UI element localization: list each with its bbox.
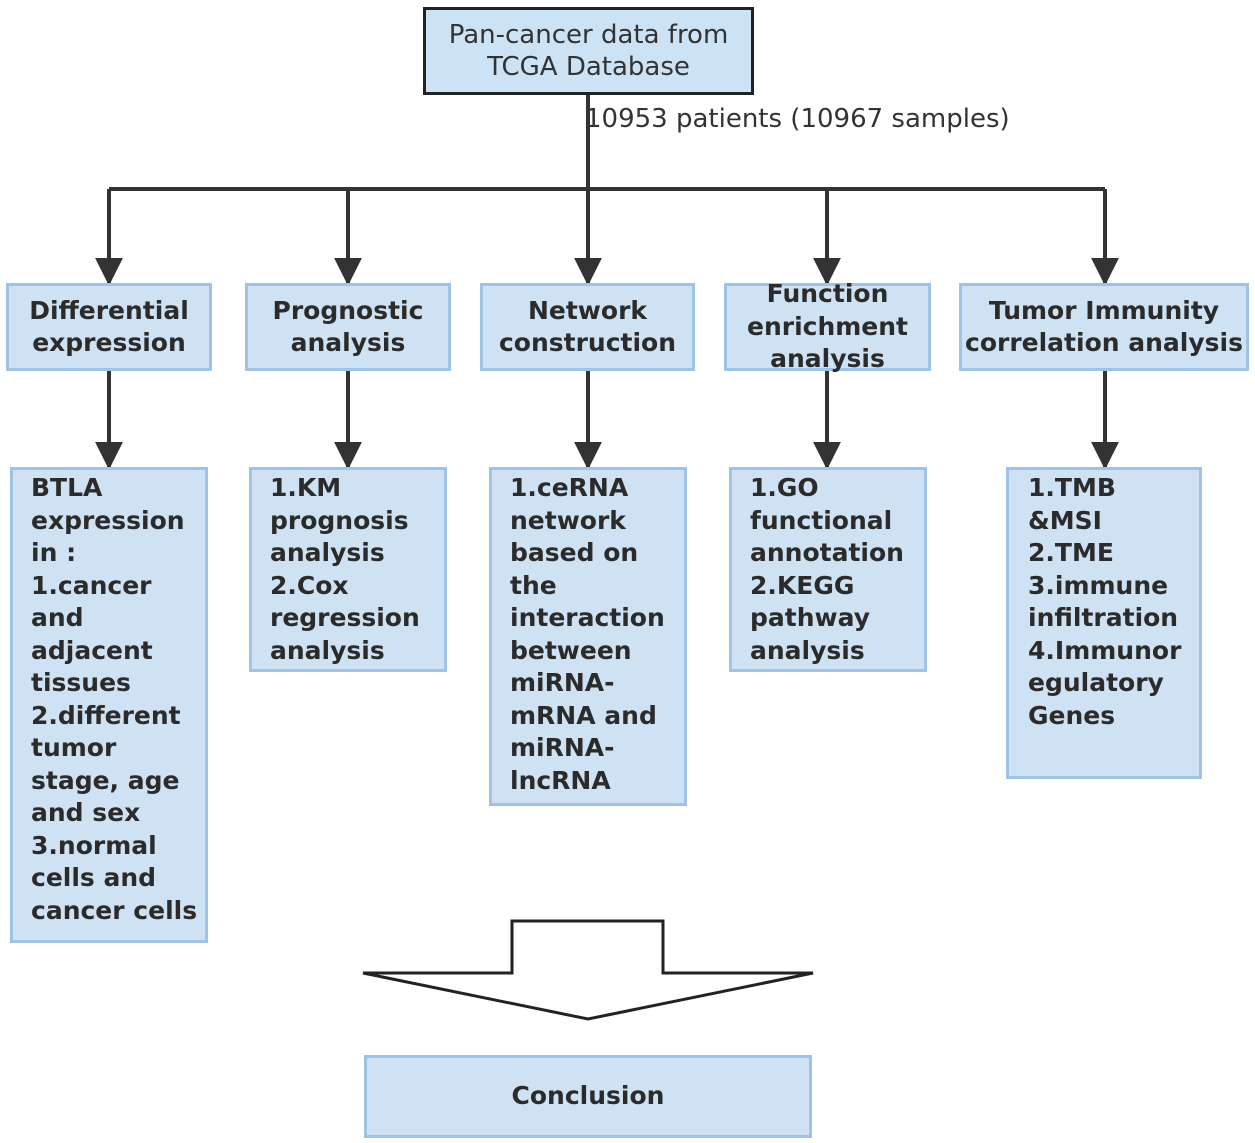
category-title: Differential expression: [29, 295, 189, 358]
category-box-function: [724, 283, 931, 371]
details-box-network: [489, 467, 687, 806]
details-box-differential: [10, 467, 208, 943]
category-box-immunity: [959, 283, 1249, 371]
category-box-prognostic: [245, 283, 451, 371]
category-box-network: [480, 283, 695, 371]
details-text: 1.KM prognosis analysis 2.Cox regression…: [270, 473, 420, 665]
details-box-immunity: [1006, 467, 1202, 779]
source-title: Pan-cancer data from TCGA Database: [448, 20, 729, 82]
big-down-arrow: [362, 919, 814, 1021]
details-text: 1.TMB &MSI 2.TME 3.immune infiltration 4…: [1028, 473, 1182, 730]
category-title: Prognostic analysis: [272, 295, 424, 358]
details-text: 1.GO functional annotation 2.KEGG pathwa…: [750, 473, 904, 665]
category-title: Network construction: [498, 295, 677, 358]
conclusion-box: [364, 1055, 812, 1138]
category-box-differential: [6, 283, 212, 371]
details-box-function: [729, 467, 927, 672]
conclusion-label: Conclusion: [511, 1081, 665, 1111]
category-title: Tumor Immunity correlation analysis: [965, 295, 1243, 358]
source-box: [423, 7, 754, 95]
patients-label: 10953 patients (10967 samples): [585, 104, 1010, 134]
details-box-prognostic: [249, 467, 447, 672]
details-text: BTLA expression in : 1.cancer and adjace…: [31, 473, 198, 925]
category-title: Function enrichment analysis: [746, 279, 909, 374]
details-text: 1.ceRNA network based on the interaction…: [510, 473, 665, 795]
